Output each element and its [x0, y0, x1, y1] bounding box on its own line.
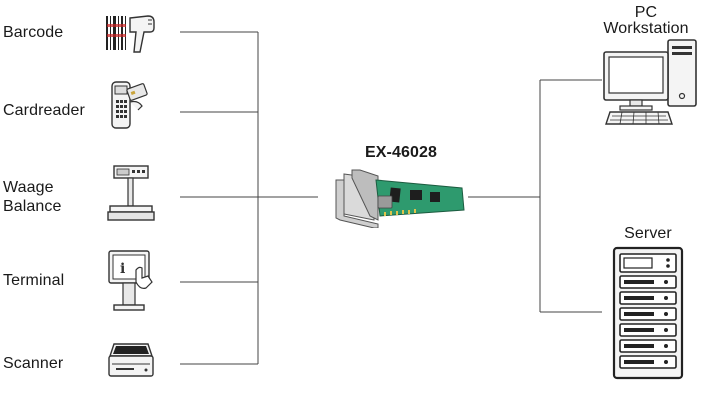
pc-workstation-icon — [602, 38, 702, 131]
label-scale-line1: Waage — [3, 179, 54, 196]
label-scale-line2: Balance — [3, 198, 62, 215]
pc-label-line1: PC — [634, 4, 658, 21]
barcode-scanner-icon — [104, 12, 160, 61]
svg-text:i: i — [120, 261, 125, 277]
label-cardreader: Cardreader — [3, 102, 85, 119]
card-label: EX-46028 — [365, 144, 437, 161]
server-rack-icon — [612, 246, 684, 385]
server-label: Server — [624, 225, 672, 242]
label-scanner: Scanner — [3, 355, 64, 372]
serial-card-icon — [330, 166, 470, 233]
label-barcode: Barcode — [3, 24, 64, 41]
touch-terminal-icon: i — [106, 248, 156, 319]
card-reader-icon — [108, 80, 152, 137]
label-terminal: Terminal — [3, 272, 65, 289]
scale-icon — [106, 164, 156, 229]
flatbed-scanner-icon — [106, 340, 156, 387]
pc-label-line2: Workstation — [603, 20, 689, 37]
